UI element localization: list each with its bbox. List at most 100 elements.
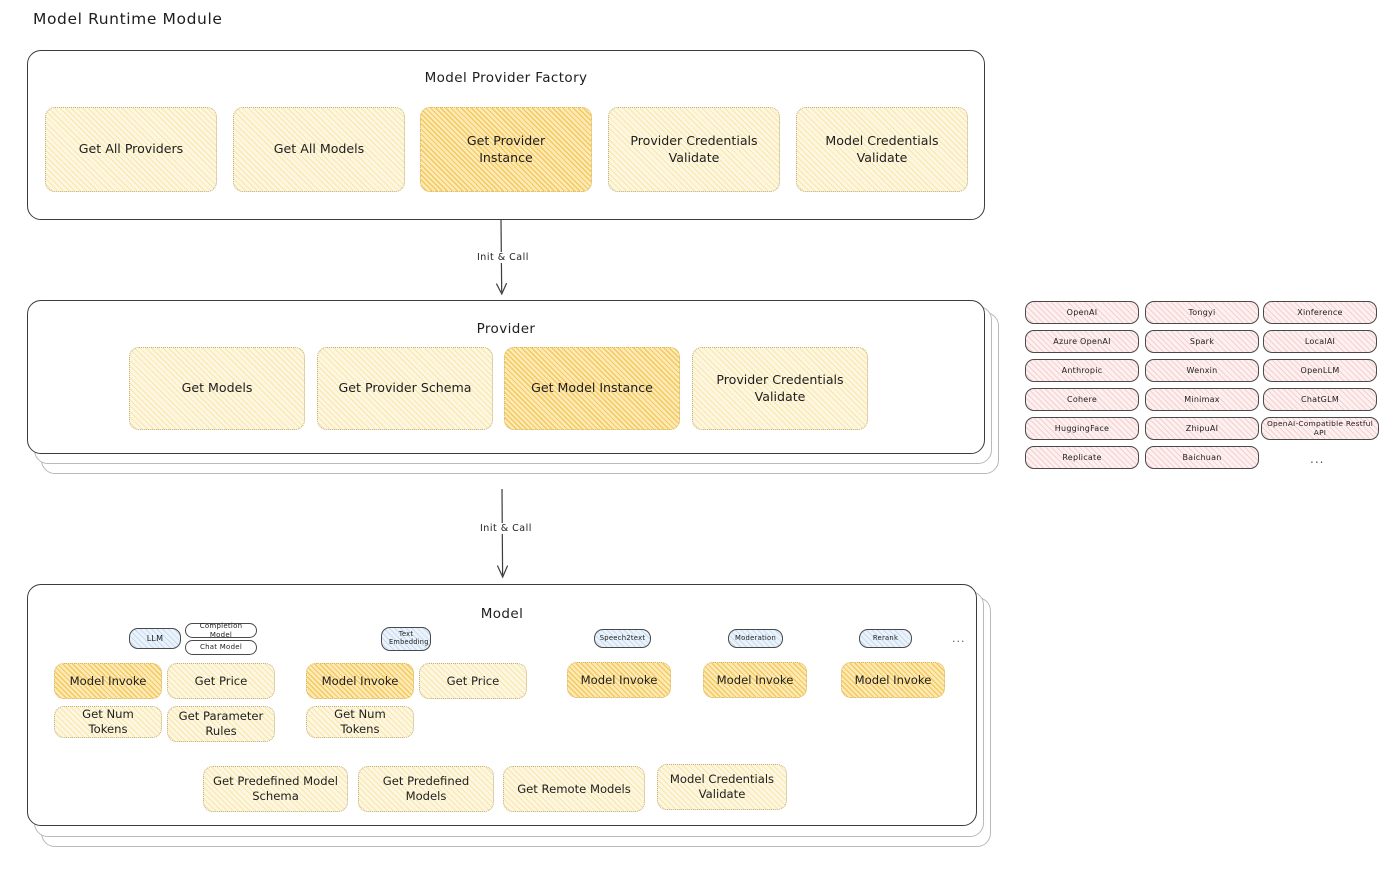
chip-label: Baichuan — [1182, 452, 1222, 462]
node-label: Get Provider Instance — [466, 133, 546, 165]
arrow-provider-to-model — [497, 488, 508, 579]
provider-chip-wenxin[interactable]: Wenxin — [1145, 359, 1259, 382]
chip-label: OpenAI — [1066, 307, 1098, 317]
page-title: Model Runtime Module — [33, 10, 223, 28]
node-provider-credentials-validate[interactable]: Provider Credentials Validate — [608, 107, 780, 192]
chip-label: ChatGLM — [1300, 394, 1339, 404]
chip-label: Wenxin — [1186, 365, 1218, 375]
node-text-embedding-get-num-tokens[interactable]: Get Num Tokens — [306, 706, 414, 738]
node-llm-get-price[interactable]: Get Price — [167, 663, 275, 699]
provider-chip-minimax[interactable]: Minimax — [1145, 388, 1259, 411]
provider-chip-chatglm[interactable]: ChatGLM — [1263, 388, 1377, 411]
node-label: Get Predefined Model Schema — [213, 774, 338, 803]
model-types-ellipsis: ... — [952, 632, 966, 645]
node-label: Model Credentials Validate — [825, 133, 939, 165]
node-label: Get Models — [181, 380, 253, 396]
model-type-badge-llm[interactable]: LLM — [129, 628, 181, 649]
provider-chip-spark[interactable]: Spark — [1145, 330, 1259, 353]
node-text-embedding-model-invoke[interactable]: Model Invoke — [306, 663, 414, 699]
node-speech2text-model-invoke[interactable]: Model Invoke — [567, 662, 671, 698]
node-model-credentials-validate[interactable]: Model Credentials Validate — [796, 107, 968, 192]
node-label: Get Parameter Rules — [178, 709, 264, 738]
chip-label: OpenAI-Compatible Restful API — [1266, 418, 1374, 437]
chip-label: ZhipuAI — [1185, 423, 1219, 433]
provider-chip-cohere[interactable]: Cohere — [1025, 388, 1139, 411]
chip-label: Cohere — [1066, 394, 1097, 404]
badge-label: Moderation — [735, 634, 776, 643]
node-label: Model Credentials Validate — [669, 772, 775, 801]
provider-chip-openllm[interactable]: OpenLLM — [1263, 359, 1377, 382]
node-label: Get Num Tokens — [82, 707, 134, 736]
model-subtype-badge-completion-model[interactable]: Completion Model — [185, 622, 257, 639]
model-type-badge-moderation[interactable]: Moderation — [728, 629, 783, 648]
chip-label: HuggingFace — [1054, 423, 1110, 433]
node-label: Get Price — [194, 673, 248, 688]
model-subtype-badge-chat-model[interactable]: Chat Model — [185, 640, 257, 655]
node-label: Provider Credentials Validate — [630, 133, 758, 165]
provider-list-ellipsis: ... — [1310, 452, 1325, 466]
chip-label: Azure OpenAI — [1053, 336, 1111, 346]
model-panel: Model — [27, 584, 977, 826]
node-get-all-models[interactable]: Get All Models — [233, 107, 405, 192]
model-type-badge-text-embedding[interactable]: Text Embedding — [381, 627, 431, 651]
badge-label: Speech2text — [599, 634, 646, 643]
badge-label: LLM — [146, 633, 164, 643]
chip-label: Xinference — [1297, 307, 1343, 317]
chip-label: Minimax — [1184, 394, 1220, 404]
node-get-provider-schema[interactable]: Get Provider Schema — [317, 347, 493, 430]
model-type-badge-rerank[interactable]: Rerank — [859, 629, 912, 648]
node-get-all-providers[interactable]: Get All Providers — [45, 107, 217, 192]
node-get-models[interactable]: Get Models — [129, 347, 305, 430]
badge-label: Chat Model — [199, 643, 243, 652]
provider-chip-azure-openai[interactable]: Azure OpenAI — [1025, 330, 1139, 353]
node-label: Get Provider Schema — [338, 380, 472, 396]
node-label: Model Invoke — [580, 672, 658, 687]
node-rerank-model-invoke[interactable]: Model Invoke — [841, 662, 945, 698]
chip-label: Anthropic — [1061, 365, 1103, 375]
provider-chip-replicate[interactable]: Replicate — [1025, 446, 1139, 469]
node-get-remote-models[interactable]: Get Remote Models — [503, 766, 645, 812]
model-type-badge-speech2text[interactable]: Speech2text — [594, 629, 651, 648]
node-label: Model Invoke — [716, 672, 794, 687]
node-get-predefined-model-schema[interactable]: Get Predefined Model Schema — [203, 766, 348, 812]
provider-chip-localai[interactable]: LocalAI — [1263, 330, 1377, 353]
provider-chip-openai[interactable]: OpenAI — [1025, 301, 1139, 324]
node-label: Model Invoke — [69, 673, 147, 688]
node-label: Get Price — [446, 673, 500, 688]
badge-label: Rerank — [872, 634, 899, 643]
provider-chip-huggingface[interactable]: HuggingFace — [1025, 417, 1139, 440]
node-provider-credentials-validate-2[interactable]: Provider Credentials Validate — [692, 347, 868, 430]
node-label: Get All Models — [273, 141, 365, 157]
node-label: Get All Providers — [78, 141, 184, 157]
provider-chip-xinference[interactable]: Xinference — [1263, 301, 1377, 324]
node-label: Get Model Instance — [531, 380, 653, 396]
arrow1-label: Init & Call — [474, 252, 532, 263]
node-llm-get-parameter-rules[interactable]: Get Parameter Rules — [167, 706, 275, 742]
node-model-credentials-validate-2[interactable]: Model Credentials Validate — [657, 764, 787, 810]
node-label: Get Predefined Models — [382, 774, 470, 803]
provider-chip-baichuan[interactable]: Baichuan — [1145, 446, 1259, 469]
node-get-provider-instance[interactable]: Get Provider Instance — [420, 107, 592, 192]
chip-label: Replicate — [1062, 452, 1102, 462]
node-get-model-instance[interactable]: Get Model Instance — [504, 347, 680, 430]
provider-chip-zhipuai[interactable]: ZhipuAI — [1145, 417, 1259, 440]
provider-chip-anthropic[interactable]: Anthropic — [1025, 359, 1139, 382]
provider-chip-tongyi[interactable]: Tongyi — [1145, 301, 1259, 324]
badge-label: Text Embedding — [389, 630, 429, 646]
model-provider-factory-title: Model Provider Factory — [424, 70, 588, 86]
provider-chip-openai-compatible-restful-api[interactable]: OpenAI-Compatible Restful API — [1261, 417, 1379, 440]
node-get-predefined-models[interactable]: Get Predefined Models — [358, 766, 494, 812]
chip-label: LocalAI — [1304, 336, 1336, 346]
chip-label: Tongyi — [1188, 307, 1216, 317]
node-llm-model-invoke[interactable]: Model Invoke — [54, 663, 162, 699]
node-llm-get-num-tokens[interactable]: Get Num Tokens — [54, 706, 162, 738]
node-label: Provider Credentials Validate — [716, 372, 844, 404]
chip-label: Spark — [1189, 336, 1215, 346]
arrow2-label: Init & Call — [477, 523, 535, 534]
node-label: Get Remote Models — [517, 781, 631, 796]
node-text-embedding-get-price[interactable]: Get Price — [419, 663, 527, 699]
provider-title: Provider — [476, 321, 536, 337]
node-label: Model Invoke — [854, 672, 932, 687]
node-label: Get Num Tokens — [334, 707, 386, 736]
node-moderation-model-invoke[interactable]: Model Invoke — [703, 662, 807, 698]
